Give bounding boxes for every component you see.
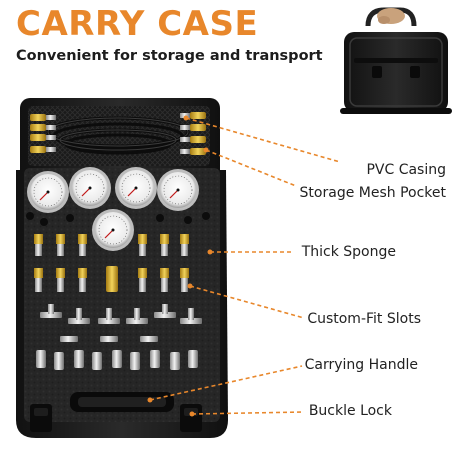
callout-buckle-lock: Buckle Lock: [308, 403, 392, 419]
page-subtitle: Convenient for storage and transport: [16, 48, 323, 64]
open-case-image: [16, 98, 228, 438]
hose-end-fittings: [30, 112, 206, 155]
adapter-fittings: [36, 336, 198, 370]
callout-storage-mesh-pocket: Storage Mesh Pocket: [299, 185, 446, 201]
callout-thick-sponge: Thick Sponge: [301, 244, 396, 260]
quick-coupler-row-2: [34, 266, 189, 292]
callout-custom-fit-slots: Custom-Fit Slots: [307, 311, 421, 327]
pressure-gauges: [27, 167, 199, 251]
quick-coupler-row-1: [34, 234, 189, 256]
callout-carrying-handle: Carrying Handle: [304, 357, 418, 373]
closed-case-image: [340, 7, 452, 114]
callout-leaders: [149, 117, 341, 415]
page-title: CARRY CASE: [16, 4, 259, 44]
tee-fittings: [40, 304, 202, 324]
callout-pvc-casing: PVC Casing: [366, 162, 446, 178]
